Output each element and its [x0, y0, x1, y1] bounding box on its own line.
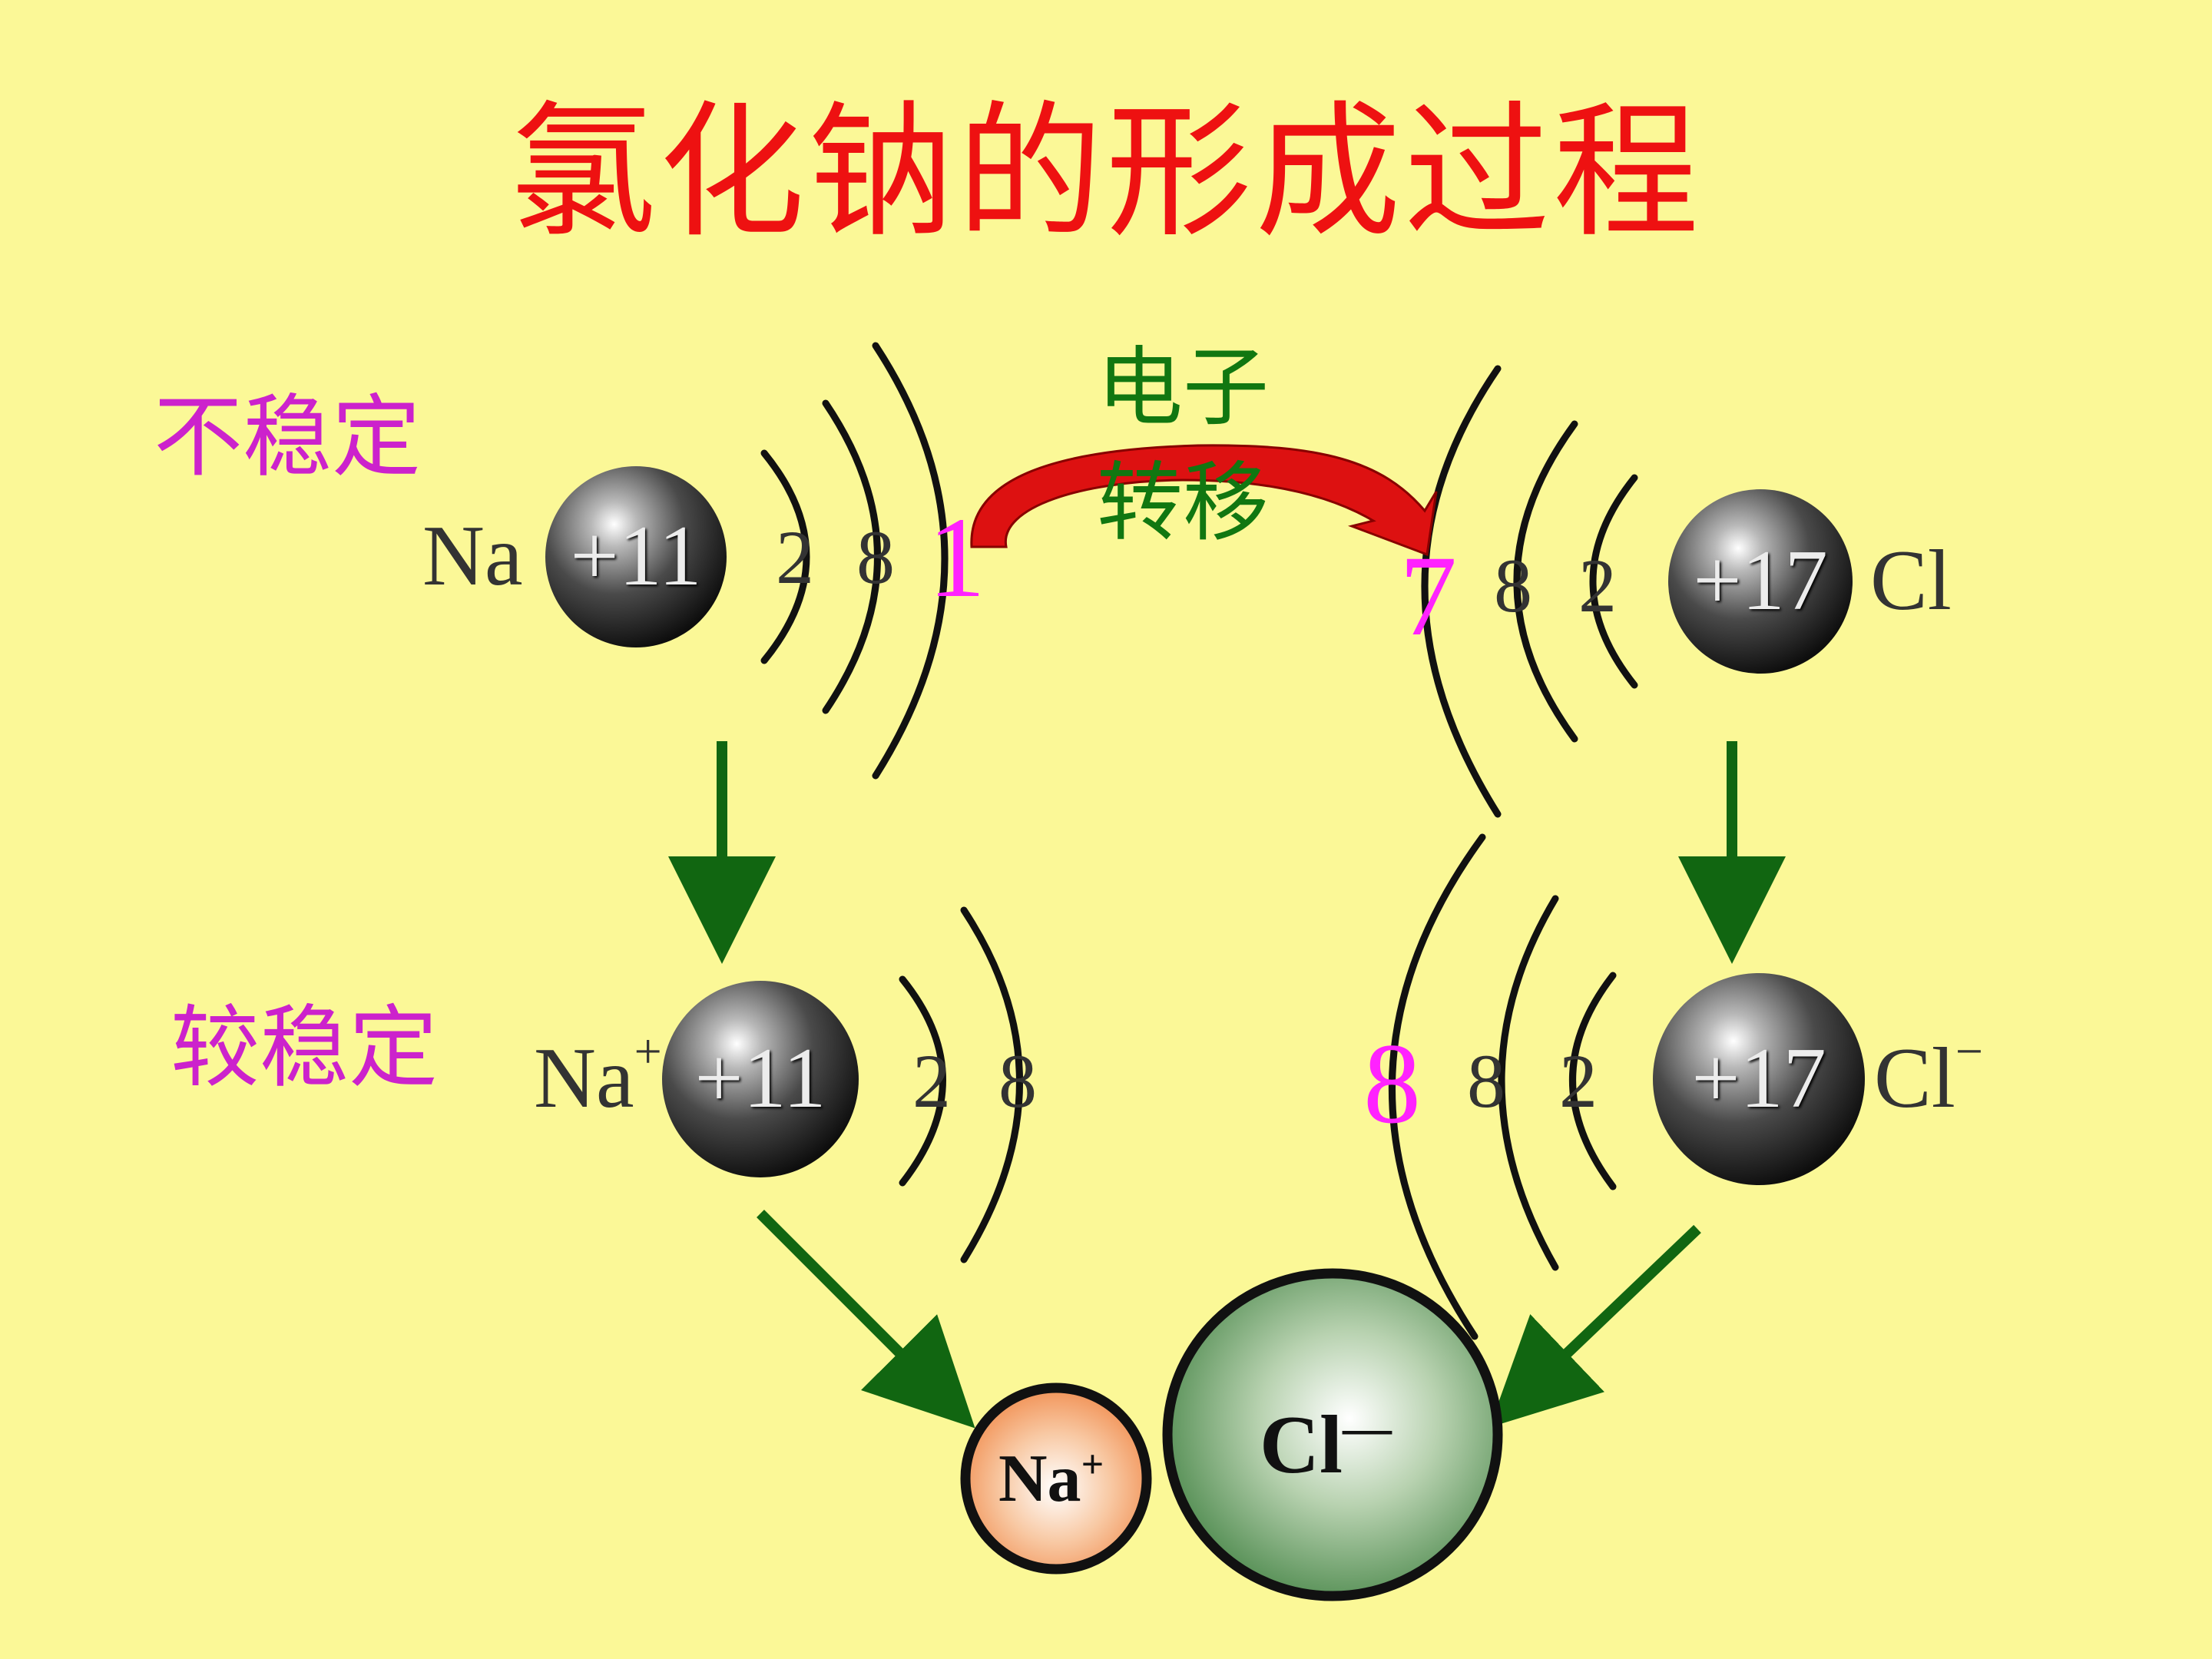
- cl-ion-nucleus-charge: +17: [1691, 1031, 1826, 1126]
- cl-atom-shells: [1421, 365, 1638, 818]
- product-cl-charge: —: [1343, 1400, 1392, 1455]
- unstable-label: 不稳定: [154, 386, 421, 489]
- na-ion-shell-1: 2: [912, 1038, 951, 1124]
- na-ion-nucleus-charge: +11: [694, 1031, 826, 1126]
- transfer-line-2: 转移: [1097, 453, 1269, 553]
- cl-atom-shell-1: 8: [1494, 543, 1532, 628]
- cl-ion-symbol-text: Cl: [1874, 1031, 1955, 1126]
- electron-transfer-label: 电子 转移: [1083, 330, 1283, 561]
- na-atom-shell-1: 2: [776, 515, 814, 600]
- na-valence-electrons: 1: [928, 494, 985, 621]
- na-atom-nucleus: [545, 466, 727, 647]
- cl-atom-nucleus-charge: +17: [1693, 533, 1828, 628]
- transfer-line-1: 电子: [1097, 338, 1269, 438]
- na-ion-charge: +: [634, 1024, 662, 1078]
- na-atom-shells: [760, 342, 949, 780]
- stable-label: 较稳定: [171, 996, 438, 1100]
- cl-valence-electrons: 7: [1399, 532, 1457, 660]
- product-cl-symbol: Cl: [1260, 1399, 1343, 1491]
- page-title: 氯化钠的形成过程: [509, 88, 1702, 257]
- na-atom-symbol: Na: [422, 508, 523, 604]
- product-cl-label: Cl—: [1260, 1398, 1392, 1493]
- cl-ion-symbol: Cl−: [1874, 1024, 1983, 1128]
- na-ion-nucleus: [662, 981, 859, 1177]
- na-ion-symbol-text: Na: [534, 1031, 634, 1126]
- product-na-symbol: Na: [998, 1442, 1081, 1516]
- cl-ion-ball: [1162, 1268, 1503, 1601]
- electron-transfer-arrow: [970, 444, 1438, 557]
- cl-ion-charge: −: [1955, 1024, 1983, 1078]
- cl-atom-symbol: Cl: [1870, 533, 1952, 628]
- na-atom-shell-2: 8: [856, 515, 895, 600]
- na-atom-nucleus-charge: +11: [570, 508, 702, 604]
- na-ion-shells: [899, 906, 1023, 1263]
- na-ion-ball: [960, 1382, 1152, 1575]
- cl-ion-outer-electrons: 8: [1363, 1020, 1421, 1147]
- cl-atom-nucleus: [1668, 489, 1853, 674]
- cl-ion-shell-1: 8: [1467, 1038, 1505, 1124]
- cl-atom-shell-2: 2: [1578, 543, 1617, 628]
- product-na-charge: +: [1081, 1442, 1104, 1487]
- na-ion-shell-2: 8: [998, 1038, 1037, 1124]
- cl-ion-shell-2: 2: [1559, 1038, 1598, 1124]
- cl-ion-shells: [1389, 833, 1617, 1340]
- na-ion-symbol: Na+: [534, 1024, 662, 1128]
- arrow-cl-ion-to-product: [1489, 1224, 1701, 1428]
- product-na-label: Na+: [998, 1440, 1104, 1518]
- arrow-na-ion-to-product: [757, 1210, 975, 1429]
- cl-ion-nucleus: [1653, 973, 1865, 1185]
